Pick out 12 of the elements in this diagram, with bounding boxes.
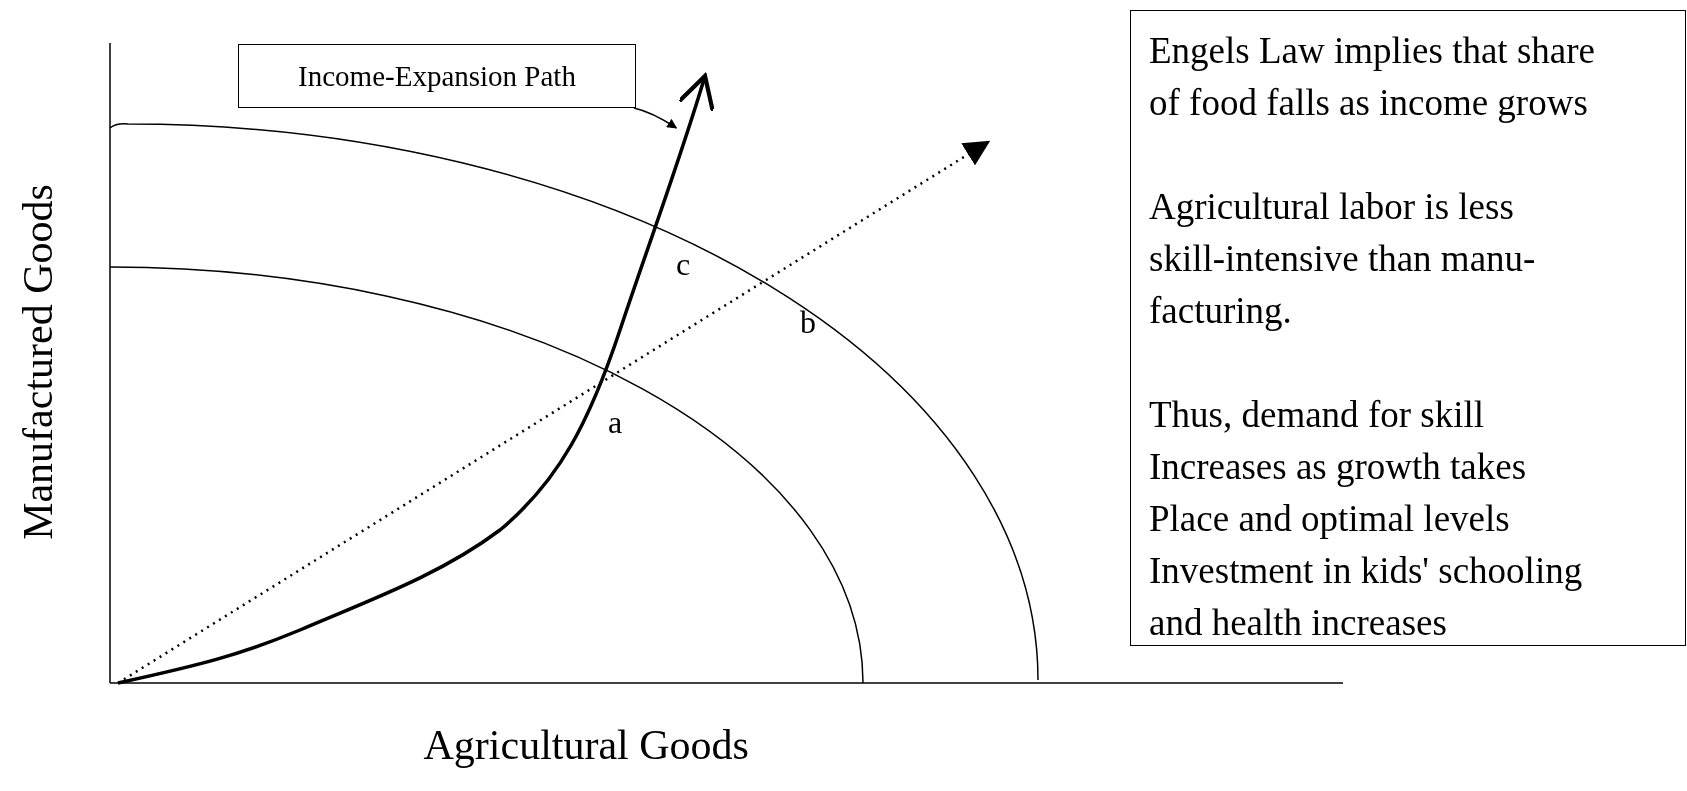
label-box [238, 44, 636, 108]
point-label: a [608, 406, 623, 438]
axis-title: Agricultural Goods [423, 724, 749, 766]
text-box [1130, 10, 1686, 646]
paragraph: Thus, demand for skill Increases as growth takes Place and optimal levels Investment in kids' schooling and health increases [1149, 393, 1584, 645]
leader-arrow [633, 107, 678, 129]
box-label: Income-Expansion Path [298, 59, 576, 93]
paragraph: Agricultural labor is less skill-intensive than manu- facturing. [1149, 185, 1537, 333]
point-label: c [676, 248, 691, 280]
axis-title: Manufactured Goods [16, 184, 59, 540]
point-label: b [800, 306, 816, 338]
paragraph: Engels Law implies that share of food falls as income grows [1149, 29, 1596, 125]
